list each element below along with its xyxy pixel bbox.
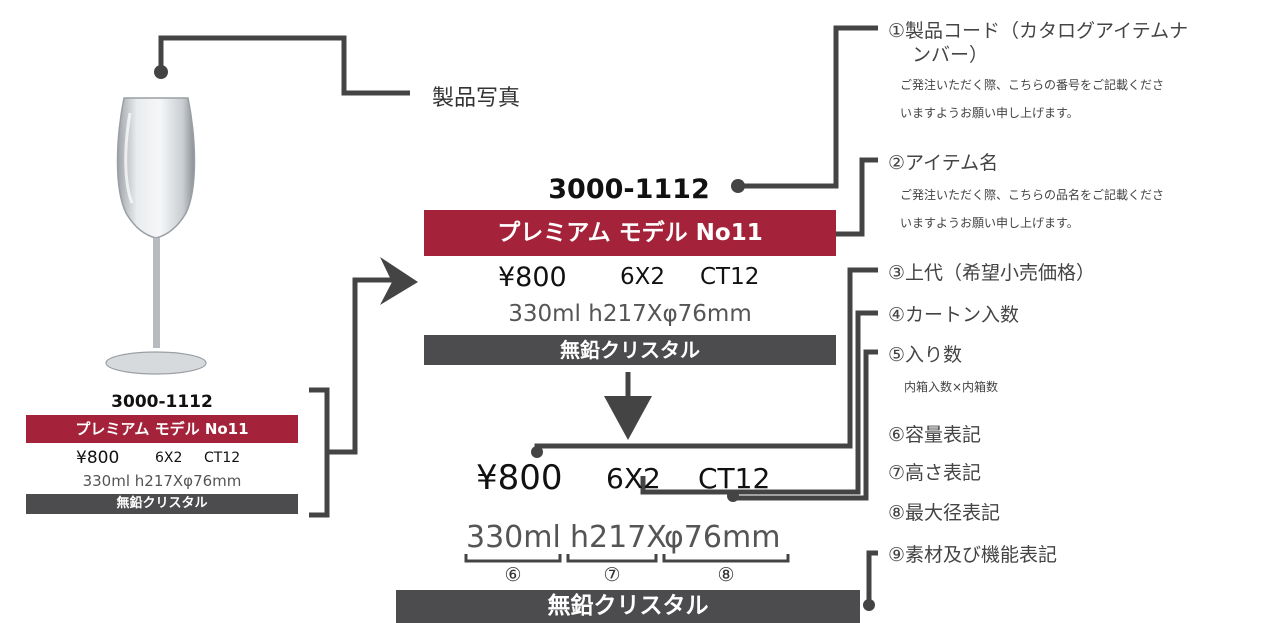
small-spec: 330ml h217Xφ76mm bbox=[82, 472, 242, 490]
annotation-1-title: ①製品コード（カタログアイテムナ bbox=[888, 20, 1189, 42]
annotation-9-title: ⑨素材及び機能表記 bbox=[888, 544, 1058, 566]
small-product-name: プレミアム モデル No11 bbox=[26, 415, 298, 443]
small-case: CT12 bbox=[204, 450, 241, 466]
marker-6: ⑥ bbox=[504, 564, 522, 586]
detail-carton: 6X2 bbox=[606, 462, 661, 495]
detail-case: CT12 bbox=[698, 462, 771, 495]
small-price: ¥800 bbox=[76, 448, 120, 468]
detail-material: 無鉛クリスタル bbox=[396, 590, 860, 623]
wine-glass-image bbox=[105, 97, 207, 375]
annotation-2-note-2: いますようお願い申し上げます。 bbox=[900, 216, 1079, 230]
large-carton: 6X2 bbox=[620, 264, 666, 290]
marker-8: ⑧ bbox=[717, 564, 735, 586]
annotation-7-title: ⑦高さ表記 bbox=[888, 462, 982, 484]
large-material: 無鉛クリスタル bbox=[424, 335, 836, 365]
detail-diameter: φ76mm bbox=[664, 520, 781, 555]
marker-7: ⑦ bbox=[603, 564, 621, 586]
large-case: CT12 bbox=[700, 264, 760, 290]
annotation-1-title-cont: ンバー） bbox=[912, 44, 989, 66]
annotation-1-note-2: いますようお願い申し上げます。 bbox=[900, 106, 1079, 120]
photo-label: 製品写真 bbox=[432, 86, 521, 111]
annotation-5-title: ⑤入り数 bbox=[888, 344, 963, 366]
large-product-name: プレミアム モデル No11 bbox=[424, 210, 836, 256]
detail-volume: 330ml bbox=[466, 520, 561, 555]
large-price: ¥800 bbox=[498, 262, 567, 293]
annotation-2-note-1: ご発注いただく際、こちらの品名をご記載くださ bbox=[900, 188, 1165, 202]
small-carton: 6X2 bbox=[155, 450, 183, 466]
annotation-4-title: ④カートン入数 bbox=[888, 304, 1020, 326]
large-spec: 330ml h217Xφ76mm bbox=[508, 301, 752, 327]
right-arrow-icon bbox=[380, 257, 418, 305]
annotation-5-note: 内箱入数×内箱数 bbox=[904, 380, 999, 394]
annotation-3-title: ③上代（希望小売価格） bbox=[888, 262, 1096, 284]
annotation-2-title: ②アイテム名 bbox=[888, 152, 999, 174]
small-material: 無鉛クリスタル bbox=[26, 494, 298, 514]
large-product-code: 3000-1112 bbox=[548, 174, 710, 205]
small-product-code: 3000-1112 bbox=[111, 392, 213, 412]
annotation-6-title: ⑥容量表記 bbox=[888, 424, 982, 446]
photo-dot bbox=[154, 65, 168, 79]
annotation-1-note-1: ご発注いただく際、こちらの番号をご記載くださ bbox=[900, 78, 1165, 92]
detail-price: ¥800 bbox=[476, 458, 563, 498]
down-arrow-icon bbox=[604, 396, 652, 440]
detail-height: h217X bbox=[570, 520, 667, 555]
annotation-8-title: ⑧最大径表記 bbox=[888, 502, 1001, 524]
